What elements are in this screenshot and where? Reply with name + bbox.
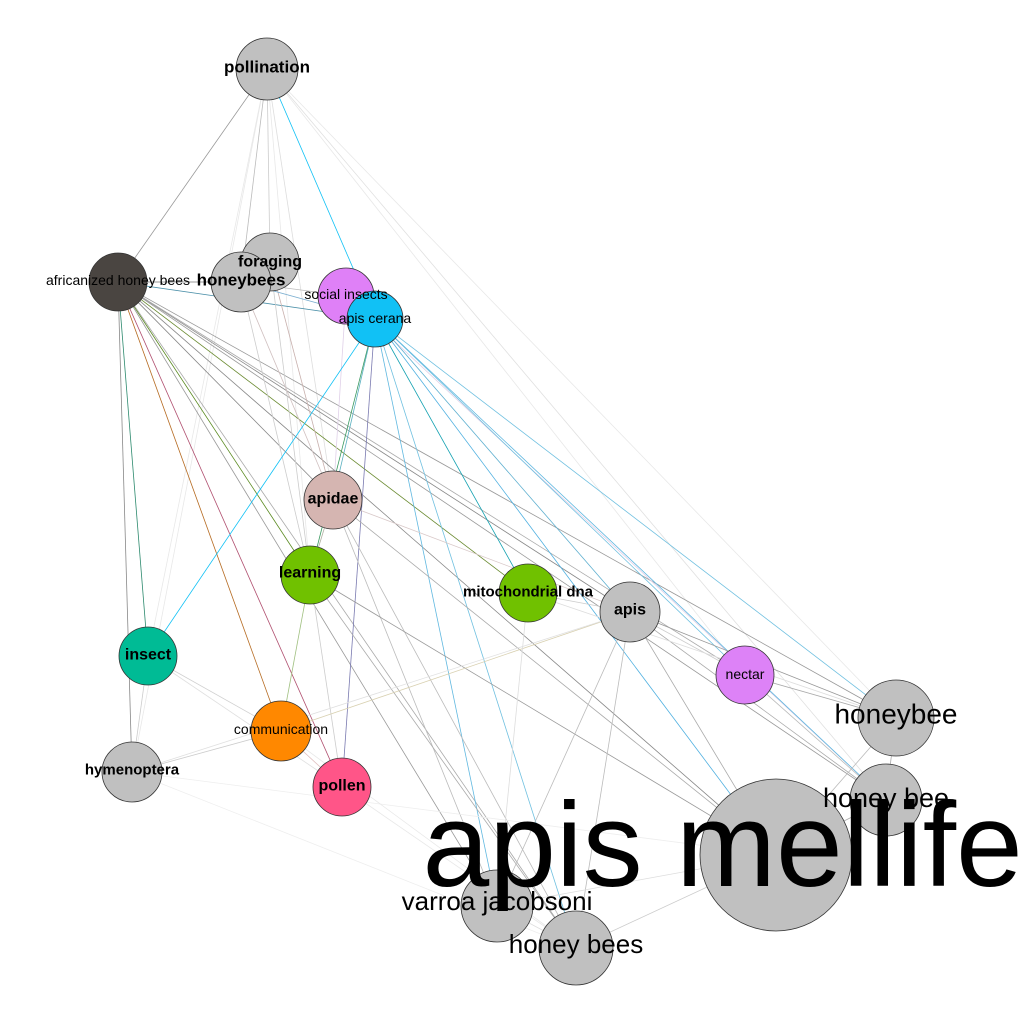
node-label-apis_cerana: apis cerana: [339, 310, 412, 326]
edge-apis_cerana-apis_mellifera: [374, 318, 777, 856]
node-label-communication: communication: [234, 721, 328, 737]
node-pollination[interactable]: [235, 37, 299, 101]
edge-mito_dna-honeybee: [527, 592, 897, 719]
edge-pollination-honeybee: [266, 68, 897, 719]
node-hymenoptera[interactable]: [101, 741, 163, 803]
edge-africanized-honey_bees: [117, 281, 577, 949]
edge-apis_cerana-honey_bee: [374, 318, 887, 801]
edge-foraging-apidae: [269, 261, 334, 501]
node-varroa[interactable]: [460, 869, 534, 943]
node-apis[interactable]: [599, 581, 661, 643]
edge-apis-honey_bee: [629, 611, 887, 801]
node-label-honey_bee: honey bee: [823, 783, 949, 813]
node-apis_mellifera[interactable]: [699, 778, 853, 932]
edge-pollination-nectar: [266, 68, 746, 676]
edge-apidae-honey_bees: [332, 499, 577, 949]
node-label-learning: learning: [279, 565, 341, 582]
node-learning[interactable]: [280, 545, 340, 605]
edge-apis_cerana-apis: [374, 318, 631, 613]
edge-apis_cerana-apidae: [332, 318, 376, 501]
edge-apis_cerana-pollen: [341, 318, 376, 788]
edge-pollination-apidae: [266, 68, 334, 501]
node-apis_cerana[interactable]: [346, 290, 404, 348]
node-honeybees_a[interactable]: [210, 251, 272, 313]
node-label-honeybee: honeybee: [834, 699, 957, 730]
edge-pollination-honey_bee: [266, 68, 887, 801]
edge-foraging-learning: [269, 261, 311, 576]
edge-apidae-apis_mellifera: [332, 499, 777, 856]
edge-apis_cerana-nectar: [374, 318, 746, 676]
edge-apis-communication: [280, 611, 631, 732]
node-label-apis_mellifera: apis mellifera: [423, 778, 1024, 912]
edge-apis_cerana-honey_bees: [374, 318, 577, 949]
edge-africanized-honey_bee: [117, 281, 887, 801]
edge-apidae-varroa: [332, 499, 498, 907]
node-label-honey_bees: honey bees: [509, 929, 643, 959]
edge-africanized-hymenoptera: [117, 281, 133, 773]
node-insect[interactable]: [118, 626, 178, 686]
edge-apis_cerana-learning: [309, 318, 376, 576]
edge-apidae-apis: [332, 499, 631, 613]
edge-apis-hymenoptera: [131, 611, 631, 773]
node-label-hymenoptera: hymenoptera: [85, 762, 180, 779]
edge-apis_cerana-insect: [147, 318, 376, 657]
edge-learning-pollen: [309, 574, 343, 788]
node-label-pollination: pollination: [224, 58, 310, 77]
edge-pollination-africanized: [117, 68, 268, 283]
node-honey_bee[interactable]: [849, 763, 923, 837]
node-label-social_insects: social insects: [304, 286, 387, 302]
edge-learning-apis_mellifera: [309, 574, 777, 856]
edge-pollination-insect: [147, 68, 268, 657]
node-apidae[interactable]: [303, 470, 363, 530]
edge-insect-pollen: [147, 655, 343, 788]
edge-hymenoptera-apis_mellifera: [131, 771, 777, 856]
edge-pollination-learning: [266, 68, 311, 576]
node-label-nectar: nectar: [726, 666, 765, 682]
edge-africanized-apidae: [117, 281, 334, 501]
edge-apis-honey_bees: [575, 611, 631, 949]
edge-africanized-apis: [117, 281, 631, 613]
labels-layer: pollination africanized honey bees foragin…: [46, 58, 1024, 960]
edge-africanized-mito_dna: [117, 281, 529, 594]
edge-pollen-honey_bees: [341, 786, 577, 949]
node-label-africanized: africanized honey bees: [46, 272, 190, 288]
edge-honeybees_a-learning: [240, 281, 311, 576]
edge-apis_cerana-mito_dna: [374, 318, 529, 594]
node-communication[interactable]: [250, 700, 312, 762]
node-africanized[interactable]: [88, 252, 148, 312]
node-label-varroa: varroa jacobsoni: [402, 886, 593, 916]
edge-social_insects-honey_bee: [345, 295, 887, 801]
node-label-mito_dna: mitochondrial dna: [463, 584, 594, 601]
node-label-honeybees_a: honeybees: [197, 271, 286, 290]
edge-apis-varroa: [496, 611, 631, 907]
edge-mito_dna-varroa: [496, 592, 529, 907]
edge-africanized-learning: [117, 281, 311, 576]
edge-social_insects-apidae: [332, 295, 347, 501]
edge-africanized-insect: [117, 281, 149, 657]
edge-apis_cerana-honeybee: [374, 318, 897, 719]
node-label-foraging: foraging: [238, 254, 302, 271]
edge-pollination-foraging: [266, 68, 271, 263]
node-honey_bees[interactable]: [538, 910, 614, 986]
node-pollen[interactable]: [312, 757, 372, 817]
edge-africanized-communication: [117, 281, 282, 732]
node-nectar[interactable]: [715, 645, 775, 705]
node-label-apidae: apidae: [308, 491, 359, 508]
node-label-apis: apis: [614, 602, 646, 619]
edge-honeybees_a-apidae: [240, 281, 334, 501]
node-label-insect: insect: [125, 647, 172, 664]
edge-africanized-apis_mellifera: [117, 281, 777, 856]
edge-africanized-honeybee: [117, 281, 897, 719]
node-label-pollen: pollen: [318, 778, 365, 795]
edge-learning-honey_bees: [309, 574, 577, 949]
node-mito_dna[interactable]: [498, 563, 558, 623]
nodes-layer: [88, 37, 935, 986]
node-honeybee[interactable]: [857, 679, 935, 757]
